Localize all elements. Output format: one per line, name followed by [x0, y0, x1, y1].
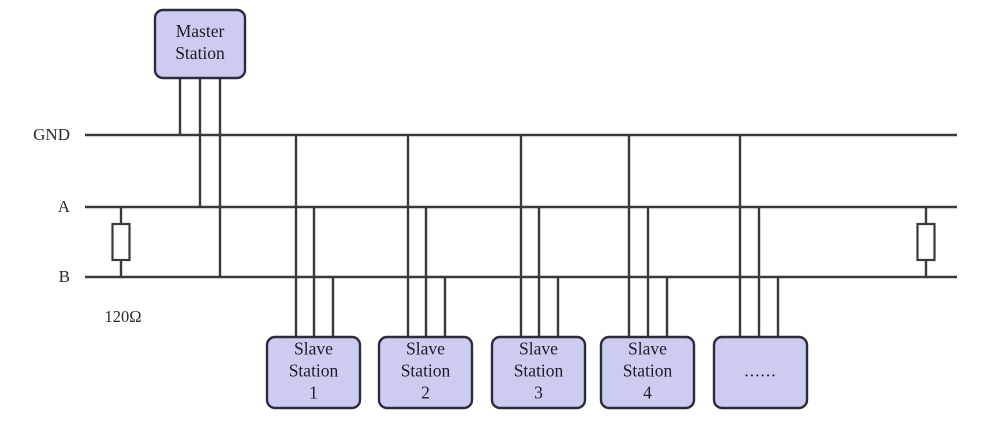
slave-station-4-label-line-1: Slave — [628, 339, 667, 359]
slave-station-3-label-line-3: 3 — [534, 383, 543, 403]
bus-label-b: B — [59, 267, 70, 286]
left-terminator-body — [111, 222, 131, 262]
slave-station-1-label-line-1: Slave — [294, 339, 333, 359]
left-terminator-value-label: 120Ω — [104, 307, 141, 326]
slave-drop-lines-group — [294, 135, 780, 337]
slave-station-1-box[interactable] — [265, 335, 362, 410]
bus-label-a: A — [58, 197, 71, 216]
slave-station-1-label-line-3: 1 — [309, 383, 318, 403]
master-station-label-line-1: Master — [176, 21, 225, 41]
slave-station-3-box[interactable] — [490, 335, 587, 410]
slave-station-2-label-line-1: Slave — [406, 339, 445, 359]
bus-labels-group: GND A B — [33, 125, 71, 286]
slave-station-3-label-line-1: Slave — [519, 339, 558, 359]
master-drop-lines-group — [178, 78, 222, 277]
slave-station-2-label-line-3: 2 — [421, 383, 430, 403]
terminator-labels-group: 120Ω — [104, 307, 141, 326]
slave-station-2-label-line-2: Station — [401, 361, 451, 381]
master-station-label-line-2: Station — [175, 43, 225, 63]
master-station-box[interactable] — [153, 8, 247, 80]
slave-station-4-label-line-3: 4 — [643, 383, 652, 403]
right-terminator-body — [916, 222, 936, 262]
bus-label-gnd: GND — [33, 125, 70, 144]
station-nodes-group: MasterStationSlaveStation1SlaveStation2S… — [153, 8, 809, 410]
terminator-resistors-group — [111, 207, 936, 277]
slave-station-3-label-line-2: Station — [514, 361, 564, 381]
slave-station-more-label-line-1: ...... — [744, 361, 776, 381]
slave-station-1-label-line-2: Station — [289, 361, 339, 381]
slave-station-4-label-line-2: Station — [623, 361, 673, 381]
slave-station-2-box[interactable] — [377, 335, 474, 410]
slave-station-more[interactable]: ...... — [712, 335, 809, 410]
slave-station-more-box[interactable] — [712, 335, 809, 410]
slave-station-4-box[interactable] — [599, 335, 696, 410]
